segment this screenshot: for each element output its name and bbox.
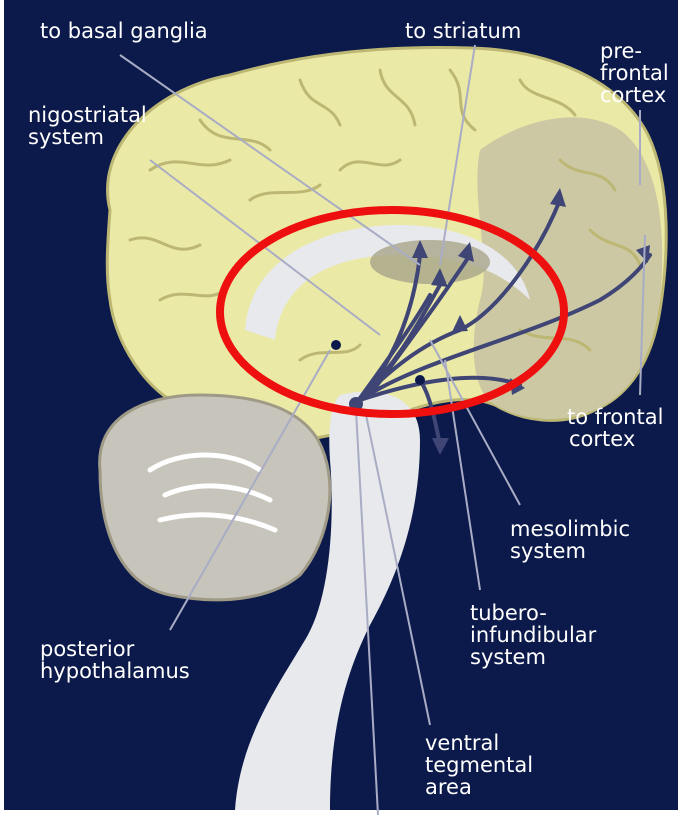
label-tuberoinfundibular-system: tubero- infundibular system — [470, 602, 596, 668]
label-ventral-tegmental-area: ventral tegmental area — [425, 732, 533, 798]
label-mesolimbic-system: mesolimbic system — [510, 518, 630, 562]
label-to-frontal-cortex: to frontal cortex — [567, 406, 663, 450]
label-to-basal-ganglia: to basal ganglia — [40, 20, 208, 42]
hypothalamus-dot — [415, 375, 425, 385]
cerebellum — [100, 395, 330, 600]
striatum-region — [370, 240, 490, 284]
label-prefrontal-cortex: pre- frontal cortex — [600, 40, 669, 106]
label-to-striatum: to striatum — [405, 20, 521, 42]
label-posterior-hypothalamus: posterior hypothalamus — [40, 638, 190, 682]
label-nigostriatal-system: nigostriatal system — [28, 104, 147, 148]
posterior-hypothalamus-dot — [331, 340, 341, 350]
